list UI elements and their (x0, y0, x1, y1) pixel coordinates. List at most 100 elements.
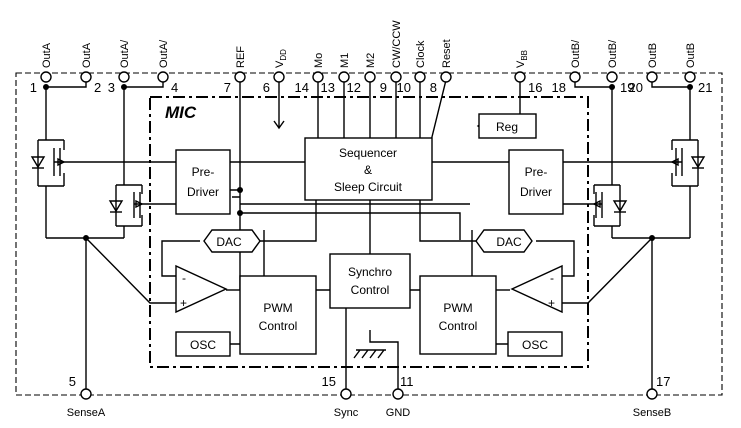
dac-a-label: DAC (216, 235, 242, 249)
osc-a-label: OSC (190, 338, 216, 352)
pin-19-terminal (606, 71, 618, 83)
pin-17-number: 17 (656, 374, 670, 389)
pin-9-name: CW/CCW (391, 20, 403, 68)
comparator-b: - + (510, 264, 563, 314)
pin-16-terminal (514, 71, 526, 83)
pin-1-name: OutA (41, 42, 53, 68)
pin-3-name: OutA/ (119, 39, 131, 68)
pin-20-terminal (646, 71, 658, 83)
pin-9: CW/CCW 9 (380, 20, 403, 95)
mic-outline (149, 96, 589, 368)
pin-3-terminal (118, 71, 130, 83)
pin-15-number: 15 (322, 374, 336, 389)
pin-1-terminal (40, 71, 52, 83)
pwm-a-label-1: PWM (263, 301, 292, 315)
osc-b-label: OSC (522, 338, 548, 352)
pwm-a-label-2: Control (259, 319, 298, 333)
pin-12-number: 12 (347, 80, 361, 95)
pin-11-name: GND (386, 407, 411, 419)
pin-6-terminal (273, 71, 285, 83)
dac-b-label: DAC (496, 235, 522, 249)
pin-21-name: OutB (685, 43, 697, 68)
pin-1: OutA 1 (30, 42, 53, 95)
pin-19-number: 19 (620, 80, 634, 95)
pin-9-terminal (390, 71, 402, 83)
pin-5-terminal (80, 388, 92, 400)
pin-20-number: 20 (629, 80, 643, 95)
sequencer-label-2: & (364, 163, 372, 177)
pwm-b-label-1: PWM (443, 301, 472, 315)
pin-3: OutA/3 (108, 39, 131, 95)
pin-6-name: VDD (274, 49, 288, 68)
pin-18-number: 18 (552, 80, 566, 95)
pin-2-name: OutA (81, 42, 93, 68)
pin-12-terminal (364, 71, 376, 83)
pin-10-terminal (414, 71, 426, 83)
pin-18-name: OutB/ (570, 39, 582, 68)
pin-9-number: 9 (380, 80, 387, 95)
predriver-a-label-2: Driver (187, 185, 219, 199)
pin-17-name: SenseB (633, 407, 672, 419)
pin-19: OutB/19 (606, 39, 634, 95)
pin-7-number: 7 (224, 80, 231, 95)
pin-10-name: Clock (415, 40, 427, 68)
pin-12: M2 12 (347, 53, 377, 95)
comparator-a-plus: + (180, 296, 187, 310)
pin-14-terminal (312, 71, 324, 83)
pin-8-terminal (440, 71, 452, 83)
pin-4-number: 4 (171, 80, 178, 95)
pin-5-number: 5 (69, 374, 76, 389)
pin-1-number: 1 (30, 80, 37, 95)
ground-icon (353, 349, 386, 359)
predriver-b-block: Pre- Driver (508, 149, 564, 215)
comparator-a: - + (175, 264, 228, 314)
package-outline (15, 72, 723, 396)
pin-7-terminal (234, 71, 246, 83)
reg-label: Reg (496, 120, 518, 134)
pin-11-terminal (392, 388, 404, 400)
predriver-b-label-2: Driver (520, 185, 552, 199)
pin-8-name: Reset (441, 39, 453, 68)
pin-2-number: 2 (94, 80, 101, 95)
pin-11-number: 11 (400, 374, 414, 389)
pin-6-number: 6 (263, 80, 270, 95)
output-b-wiring (562, 77, 706, 390)
sequencer-label-3: Sleep Circuit (334, 180, 403, 194)
pwm-a-block: PWM Control (239, 275, 317, 355)
pin-17-terminal (646, 388, 658, 400)
pin-3-number: 3 (108, 80, 115, 95)
pin-6: VDD 6 (263, 49, 288, 95)
osc-a-block: OSC (175, 331, 231, 357)
pin-21-number: 21 (698, 80, 712, 95)
pin-15-terminal (340, 388, 352, 400)
mic-label: MIC (165, 103, 197, 122)
synchro-block: Synchro Control (329, 253, 411, 309)
predriver-a-block: Pre- Driver (175, 149, 231, 215)
pin-21-terminal (684, 71, 696, 83)
pin-20-name: OutB (647, 43, 659, 68)
sequencer-label-1: Sequencer (339, 146, 397, 160)
pin-13-name: M1 (339, 53, 351, 68)
pwm-b-label-2: Control (439, 319, 478, 333)
pin-14-name: Mo (313, 53, 325, 68)
synchro-label-1: Synchro (348, 265, 392, 279)
synchro-label-2: Control (351, 283, 390, 297)
pin-20: OutB 20 (629, 43, 659, 95)
top-pins: OutA1OutA2OutA/3OutA/4REF7VDD6Mo14M113M2… (30, 20, 713, 95)
comparator-a-minus: - (182, 271, 186, 285)
pin-4-name: OutA/ (158, 39, 170, 68)
dac-a-block: DAC (203, 229, 261, 253)
predriver-a-label-1: Pre- (192, 165, 215, 179)
pin-12-name: M2 (365, 53, 377, 68)
